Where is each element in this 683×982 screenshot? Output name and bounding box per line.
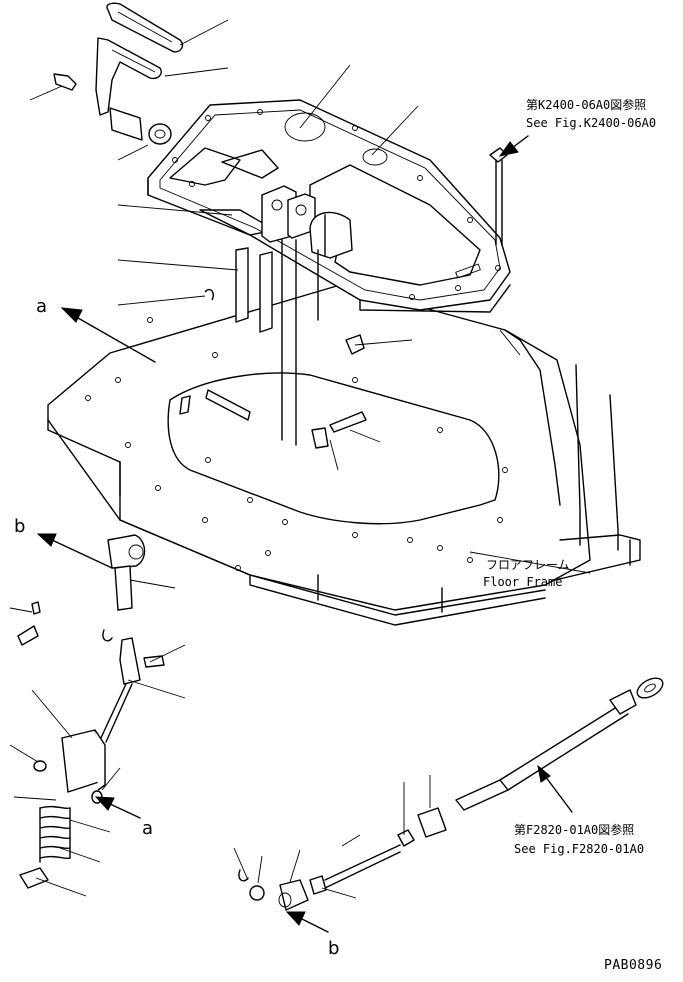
plate-holes (85, 317, 508, 571)
ref-bottom-jp: 第F2820-01A0図参照 (514, 823, 635, 837)
arrow-b-bottom (285, 911, 329, 933)
linkage-assembly (17, 534, 165, 889)
arrow-ref-top (498, 135, 529, 157)
letter-b-bottom: b (328, 938, 340, 959)
pedal-assembly (53, 2, 184, 145)
ref-bottom-en: See Fig.F2820-01A0 (514, 842, 645, 856)
arrow-ref-bottom (537, 764, 573, 813)
arrow-a-bottom (94, 796, 141, 819)
leader-lines (9, 19, 591, 899)
floor-frame-plate (47, 284, 641, 626)
spring (39, 805, 71, 863)
letter-a-top: a (36, 296, 48, 317)
floor-frame-jp: フロアフレーム (486, 558, 570, 572)
arrow-a-top (60, 307, 156, 363)
letter-a-bottom: a (142, 818, 154, 839)
control-cable (238, 677, 664, 911)
drawing-code: PAB0896 (604, 958, 663, 973)
ref-top-en: See Fig.K2400-06A0 (526, 116, 657, 130)
arrow-b-left (36, 533, 113, 569)
cover-plate (147, 99, 511, 313)
pedal-bracket (235, 185, 353, 446)
ref-top-jp: 第K2400-06A0図参照 (526, 98, 647, 112)
frame-hardware (179, 147, 508, 449)
letter-b-left: b (14, 516, 26, 537)
floor-frame-en: Floor Frame (483, 575, 563, 589)
